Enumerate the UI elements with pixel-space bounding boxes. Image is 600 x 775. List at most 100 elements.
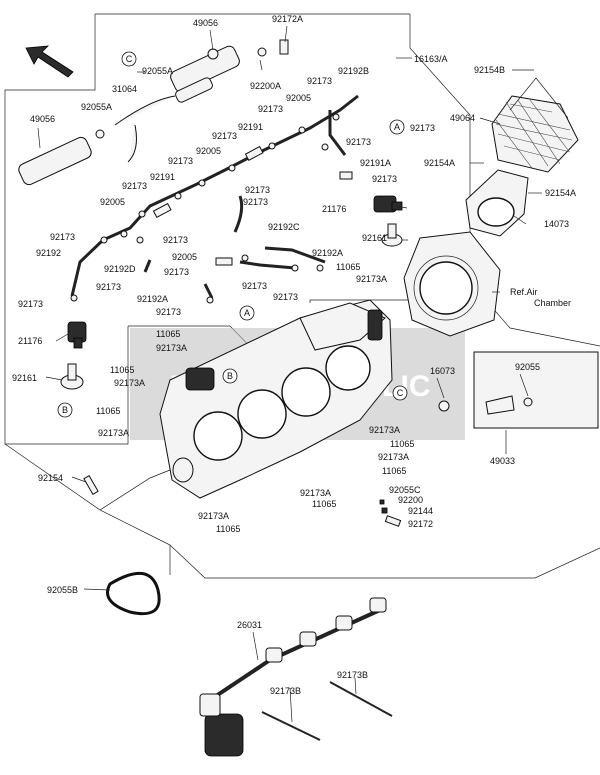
svg-text:C: C: [397, 388, 404, 398]
sensor-upper: [373, 195, 403, 213]
svg-text:B: B: [227, 371, 233, 381]
label-92173-d: 92173: [212, 131, 237, 141]
label-92173A-d: 92173A: [98, 428, 129, 438]
label-92173A-f: 92173A: [378, 452, 409, 462]
label-92173-j: 92173: [243, 197, 268, 207]
svg-text:C: C: [126, 54, 133, 64]
label-92200A: 92200A: [250, 81, 281, 91]
label-92005-b: 92005: [196, 146, 221, 156]
label-92144: 92144: [408, 506, 433, 516]
o-ring: [106, 571, 161, 616]
label-92192A-a: 92192A: [312, 248, 343, 258]
label-92173-i: 92173: [245, 185, 270, 195]
svg-text:A: A: [244, 308, 250, 318]
throttle-body: [159, 299, 393, 499]
sensor-left: [67, 321, 87, 349]
fuel-rail-lower: [18, 129, 105, 186]
label-92173-l: 92173: [163, 235, 188, 245]
label-ref-air: Ref.Air: [510, 287, 538, 297]
label-92055A-left: 92055A: [81, 102, 112, 112]
label-11065-b: 11065: [156, 329, 180, 339]
label-92191-b: 92191: [150, 172, 175, 182]
label-92172A: 92172A: [272, 14, 303, 24]
ref-circle-C-top: C: [121, 51, 137, 67]
label-26031: 26031: [237, 620, 262, 630]
label-21176-left: 21176: [18, 336, 42, 346]
label-92191A: 92191A: [360, 158, 391, 168]
label-92005-c: 92005: [100, 197, 125, 207]
label-92005-a: 92005: [286, 93, 311, 103]
label-92173A-a: 92173A: [356, 274, 387, 284]
ref-circle-A-top: A: [389, 119, 405, 135]
air-chamber-reference: [403, 231, 501, 337]
label-92192: 92192: [36, 248, 61, 258]
label-92173A-c: 92173A: [114, 378, 145, 388]
label-92005-d: 92005: [172, 252, 197, 262]
label-92154A-a: 92154A: [424, 158, 455, 168]
label-92161-left: 92161: [12, 373, 37, 383]
label-92192B: 92192B: [338, 66, 369, 76]
label-92173-k: 92173: [50, 232, 75, 242]
bolt-92154: [83, 475, 99, 495]
label-11065-e: 11065: [390, 439, 414, 449]
label-16073: 16073: [430, 366, 455, 376]
label-92200: 92200: [398, 495, 423, 505]
label-92154: 92154: [38, 473, 63, 483]
label-92161-top: 92161: [362, 233, 387, 243]
label-92055C: 92055C: [389, 485, 421, 495]
label-92173-n: 92173: [96, 282, 121, 292]
label-92173-f: 92173: [168, 156, 193, 166]
label-92173-r: 92173: [156, 307, 181, 317]
svg-text:A: A: [394, 122, 400, 132]
label-49064: 49064: [450, 113, 475, 123]
fitting-left: [60, 363, 84, 390]
small-parts: [279, 39, 450, 527]
label-92055B: 92055B: [47, 585, 78, 595]
label-92173-c: 92173: [410, 123, 435, 133]
label-11065-a: 11065: [336, 262, 360, 272]
label-92154B: 92154B: [474, 65, 505, 75]
label-92173-e: 92173: [346, 137, 371, 147]
label-92192D: 92192D: [104, 264, 136, 274]
label-92173A-h: 92173A: [198, 511, 229, 521]
label-11065-h: 11065: [216, 524, 240, 534]
ref-circle-C-body: C: [392, 385, 408, 401]
label-92173-m: 92173: [164, 267, 189, 277]
vacuum-hoses: [70, 94, 359, 299]
hose-joints: [152, 145, 353, 266]
label-92173-q: 92173: [18, 299, 43, 309]
label-49033: 49033: [490, 456, 515, 466]
label-31064: 31064: [112, 84, 137, 94]
fuel-hose: [114, 95, 176, 163]
label-49056-top: 49056: [193, 18, 218, 28]
frame-lines: [4, 13, 600, 579]
cable-ties: [261, 681, 393, 741]
label-49056-left: 49056: [30, 114, 55, 124]
label-92173-p: 92173: [273, 292, 298, 302]
label-11065-d: 11065: [96, 406, 120, 416]
label-92173A-b: 92173A: [156, 343, 187, 353]
label-11065-c: 11065: [110, 365, 134, 375]
label-92173A-e: 92173A: [369, 425, 400, 435]
label-92192C: 92192C: [268, 222, 300, 232]
label-92055: 92055: [515, 362, 540, 372]
front-direction-arrow: [25, 45, 74, 78]
label-92154A-b: 92154A: [545, 188, 576, 198]
label-14073: 14073: [544, 219, 569, 229]
label-92191-a: 92191: [238, 122, 263, 132]
ref-circle-A-body: A: [239, 305, 255, 321]
label-11065-g: 11065: [312, 499, 336, 509]
air-filter: [491, 95, 579, 173]
label-11065-f: 11065: [382, 466, 406, 476]
leader-lines: [37, 25, 569, 723]
label-92172: 92172: [408, 519, 433, 529]
part-labels: 49056 92172A 16163/A 92154B 92055A 92200…: [12, 14, 576, 696]
fuel-rail-upper: [170, 45, 267, 103]
label-92173B-b: 92173B: [337, 670, 368, 680]
label-92055A-top: 92055A: [142, 66, 173, 76]
label-92192A-b: 92192A: [137, 294, 168, 304]
fitting-upper: [381, 223, 403, 247]
label-92173-o: 92173: [242, 281, 267, 291]
label-16163A: 16163/A: [414, 54, 448, 64]
